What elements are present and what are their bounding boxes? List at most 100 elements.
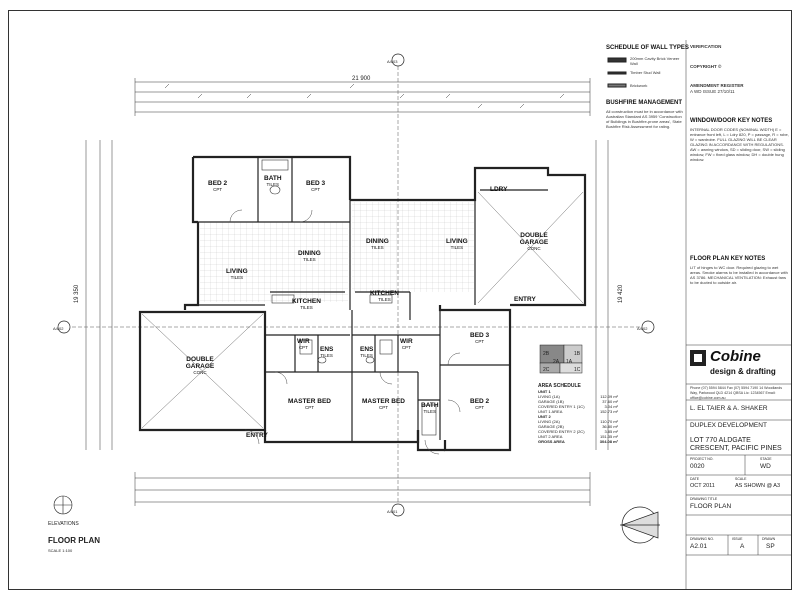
window-notes-text: INTERNAL DOOR CODES (NOMINAL WIDTH) E = … bbox=[690, 127, 789, 162]
internal-walls bbox=[198, 157, 548, 442]
left-dimension: 19 350 bbox=[74, 284, 81, 304]
copyright-title: COPYRIGHT © bbox=[690, 63, 722, 69]
door-swings bbox=[229, 209, 461, 455]
key-plan-label: 1B bbox=[574, 351, 581, 357]
section-marker-right: A4.02 bbox=[637, 326, 648, 331]
cobine-logo-mark bbox=[690, 350, 706, 366]
drawing-title-tb: FLOOR PLAN bbox=[690, 503, 732, 510]
stage: WD bbox=[760, 463, 771, 470]
drawn-by: SP bbox=[766, 543, 775, 550]
elevations-label: ELEVATIONS bbox=[48, 521, 79, 527]
key-plan-label: 1C bbox=[574, 367, 581, 373]
key-plan-label: 2C bbox=[543, 367, 550, 373]
scale-header: SCALE bbox=[735, 477, 747, 481]
company-contact: Phone (07) 5594 5844 Fax (07) 5594 7190 … bbox=[690, 386, 783, 400]
area-row: GARAGE (2B)36.80 m² bbox=[538, 424, 618, 429]
drawing-date: OCT 2011 bbox=[690, 483, 715, 489]
site-address: LOT 770 ALDGATE CRESCENT, PACIFIC PINES bbox=[690, 437, 782, 452]
key-plan-label: 2A bbox=[553, 359, 560, 365]
room-label: ENTRY bbox=[514, 296, 536, 303]
key-plan-label: 1A bbox=[566, 359, 573, 365]
fixtures bbox=[261, 159, 437, 436]
room-label: ENTRY bbox=[246, 432, 268, 439]
area-row: LIVING (2A)110.70 m² bbox=[538, 419, 618, 424]
bushfire-text: All construction must be in accordance w… bbox=[606, 109, 683, 129]
drawing-no: A2.01 bbox=[690, 543, 707, 550]
elevations-compass bbox=[53, 495, 73, 515]
wall-type-2: Timber Stud Wall bbox=[630, 70, 661, 75]
bottom-dimension-lines bbox=[134, 472, 591, 506]
area-schedule-title: AREA SCHEDULE bbox=[538, 383, 581, 389]
area-row: LIVING (1A)112.09 m² bbox=[538, 394, 618, 399]
drawing-scale: SCALE 1:100 bbox=[48, 548, 73, 553]
right-dimension-lines bbox=[595, 140, 609, 450]
drawing-scale-tb: AS SHOWN @ A3 bbox=[735, 483, 781, 489]
stage-header: STAGE bbox=[760, 457, 772, 461]
left-dimension-lines bbox=[85, 140, 113, 450]
bushfire-title: BUSHFIRE MANAGEMENT bbox=[606, 100, 682, 106]
room-label: LDRY bbox=[490, 186, 508, 193]
area-row: COVERED ENTRY 1 (1C)3.04 m² bbox=[538, 404, 618, 409]
section-markers bbox=[57, 53, 655, 517]
window-notes-title: WINDOW/DOOR KEY NOTES bbox=[690, 118, 773, 124]
area-unit1-label: UNIT 1 bbox=[538, 389, 551, 394]
verification-title: VERIFICATION bbox=[690, 44, 722, 49]
client-name: L. EL TAIER & A. SHAKER bbox=[690, 405, 768, 412]
wall-type-3: Brickwork bbox=[630, 83, 648, 88]
drawing-sheet bbox=[8, 10, 792, 590]
project-name: DUPLEX DEVELOPMENT bbox=[690, 422, 767, 429]
wall-schedule-title: SCHEDULE OF WALL TYPES bbox=[606, 45, 689, 51]
wall-type-1: 200mm Cavity Brick Veneer Wall bbox=[630, 56, 680, 66]
area-row: GARAGE (1B)37.60 m² bbox=[538, 399, 618, 404]
project-no-header: PROJECT NO. bbox=[690, 457, 714, 461]
floor-notes-text: LIT of hinges to WC door. Required glazi… bbox=[690, 265, 788, 285]
key-plan-label: 2B bbox=[543, 351, 550, 357]
floor-notes-title: FLOOR PLAN KEY NOTES bbox=[690, 256, 766, 262]
drawing-title: FLOOR PLAN bbox=[48, 536, 100, 545]
issue-header: ISSUE bbox=[732, 537, 743, 541]
drawn-header: DRAWN bbox=[762, 537, 776, 541]
drawing-title-header: DRAWING TITLE bbox=[690, 497, 718, 501]
top-dimension-lines bbox=[134, 78, 591, 116]
company-subtitle: design & drafting bbox=[710, 367, 776, 376]
company-logo: Cobine design & drafting bbox=[688, 348, 792, 382]
amendment-title: AMENDMENT REGISTER bbox=[690, 83, 744, 88]
amendment-row: A WD ISSUE 27/10/11 bbox=[690, 88, 735, 94]
garage-diagonals bbox=[141, 191, 584, 429]
section-marker-bottom: A4.01 bbox=[387, 509, 398, 514]
top-dim-ticks bbox=[164, 83, 565, 109]
date-header: DATE bbox=[690, 477, 700, 481]
area-unit2-label: UNIT 2 bbox=[538, 414, 551, 419]
drawing-no-header: DRAWING NO. bbox=[690, 537, 714, 541]
north-point bbox=[620, 506, 660, 544]
verification-block: VERIFICATION COPYRIGHT © AMENDMENT REGIS… bbox=[690, 44, 794, 94]
section-marker-top: A4.03 bbox=[387, 59, 398, 64]
issue: A bbox=[740, 543, 745, 550]
wall-schedule-swatches bbox=[607, 57, 627, 88]
project-no: 0020 bbox=[690, 463, 705, 470]
area-row: COVERED ENTRY 2 (2C)3.85 m² bbox=[538, 429, 618, 434]
right-dimension: 19 420 bbox=[618, 284, 625, 304]
